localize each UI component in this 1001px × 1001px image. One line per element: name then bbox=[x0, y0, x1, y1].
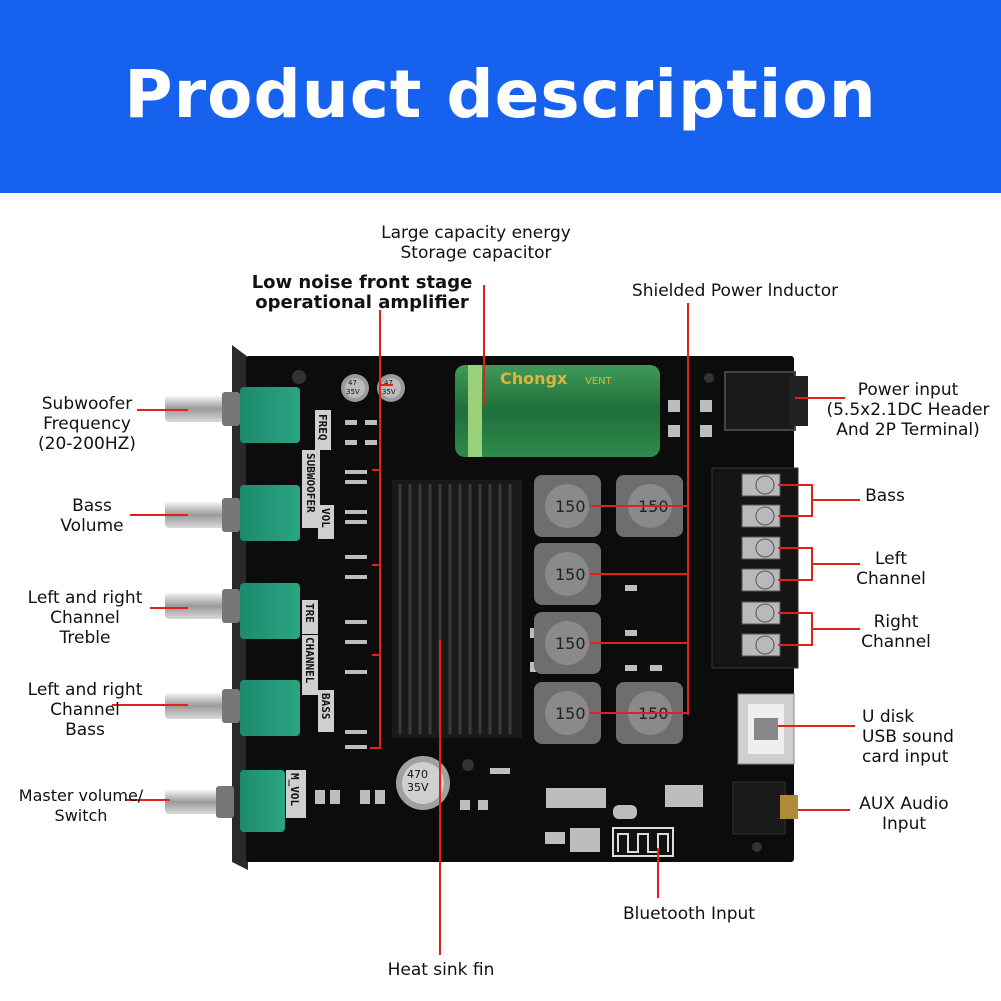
svg-text:150: 150 bbox=[555, 497, 586, 516]
dc-power-jack[interactable] bbox=[724, 371, 808, 431]
mounting-hole-icon bbox=[292, 370, 306, 384]
svg-text:150: 150 bbox=[555, 704, 586, 723]
silk-vol: VOL bbox=[319, 508, 332, 528]
label-opamp: Low noise front stage operational amplif… bbox=[251, 272, 473, 313]
header-banner: Product description bbox=[0, 0, 1001, 193]
heat-sink bbox=[392, 480, 522, 738]
silk-subwoofer: SUBWOOFER bbox=[304, 453, 317, 513]
label-bass-output: Bass bbox=[865, 486, 905, 506]
svg-text:35V: 35V bbox=[382, 388, 396, 396]
small-capacitor: 47 35V bbox=[377, 374, 405, 402]
capacitor-brand: Chongx bbox=[500, 369, 568, 388]
svg-text:47: 47 bbox=[348, 379, 357, 387]
potentiometer bbox=[240, 583, 300, 639]
knob-bass-volume[interactable] bbox=[165, 498, 240, 532]
annotation-lines bbox=[112, 285, 860, 955]
knob-master-volume[interactable] bbox=[165, 786, 234, 818]
label-bluetooth-input: Bluetooth Input bbox=[623, 904, 755, 924]
small-capacitor-470: 470 35V bbox=[396, 756, 450, 810]
label-left-channel: Left Channel bbox=[856, 549, 926, 589]
smd-components bbox=[315, 400, 712, 852]
label-right-channel: Right Channel bbox=[861, 612, 931, 652]
label-channel-bass: Left and right Channel Bass bbox=[27, 680, 143, 740]
mounting-hole-icon bbox=[704, 373, 714, 383]
knob-subwoofer-frequency[interactable] bbox=[165, 392, 240, 426]
svg-text:150: 150 bbox=[555, 565, 586, 584]
mounting-hole-icon bbox=[752, 842, 762, 852]
svg-text:150: 150 bbox=[555, 634, 586, 653]
potentiometer bbox=[240, 485, 300, 541]
potentiometer bbox=[240, 680, 300, 736]
svg-text:35V: 35V bbox=[346, 388, 360, 396]
silk-channel: CHANNEL bbox=[303, 637, 316, 684]
potentiometer bbox=[240, 387, 300, 443]
label-udisk: U disk USB sound card input bbox=[862, 707, 954, 767]
capacitor-vent: VENT bbox=[585, 376, 613, 387]
bluetooth-antenna-icon bbox=[612, 827, 674, 857]
inductor: 150 bbox=[534, 475, 601, 537]
mounting-hole-icon bbox=[462, 759, 474, 771]
silk-freq: FREQ bbox=[316, 414, 329, 441]
inductor: 150 bbox=[534, 543, 601, 605]
label-master-volume: Master volume/ Switch bbox=[18, 786, 144, 825]
small-capacitor: 47 35V bbox=[341, 374, 369, 402]
aux-jack[interactable] bbox=[732, 781, 798, 835]
inductor: 150 bbox=[534, 682, 601, 744]
knob-treble[interactable] bbox=[165, 589, 240, 623]
label-subwoofer-frequency: Subwoofer Frequency (20-200HZ) bbox=[38, 394, 136, 454]
knob-lr-bass[interactable] bbox=[165, 689, 240, 723]
potentiometer bbox=[240, 770, 285, 832]
inductor: 150 bbox=[534, 612, 601, 674]
svg-text:35V: 35V bbox=[407, 781, 429, 794]
silk-bass: BASS bbox=[319, 693, 332, 720]
label-bass-volume: Bass Volume bbox=[60, 496, 124, 536]
svg-text:470: 470 bbox=[407, 768, 428, 781]
label-inductor: Shielded Power lnductor bbox=[631, 281, 839, 301]
svg-text:47: 47 bbox=[384, 379, 393, 387]
label-aux-input: AUX Audio Input bbox=[859, 794, 949, 834]
storage-capacitor: Chongx VENT bbox=[455, 365, 660, 457]
usb-port[interactable] bbox=[737, 693, 795, 765]
page-title: Product description bbox=[124, 56, 877, 133]
screw-terminal-block[interactable] bbox=[711, 467, 799, 669]
silk-m-vol: M_VOL bbox=[288, 773, 301, 806]
label-power-input: Power input (5.5x2.1DC Header And 2P Ter… bbox=[826, 380, 990, 440]
silk-tre: TRE bbox=[303, 603, 316, 623]
label-heat-sink: Heat sink fin bbox=[387, 960, 495, 980]
label-channel-treble: Left and right Channel Treble bbox=[27, 588, 143, 648]
label-storage-capacitor: Large capacity energy Storage capacitor bbox=[381, 223, 571, 263]
